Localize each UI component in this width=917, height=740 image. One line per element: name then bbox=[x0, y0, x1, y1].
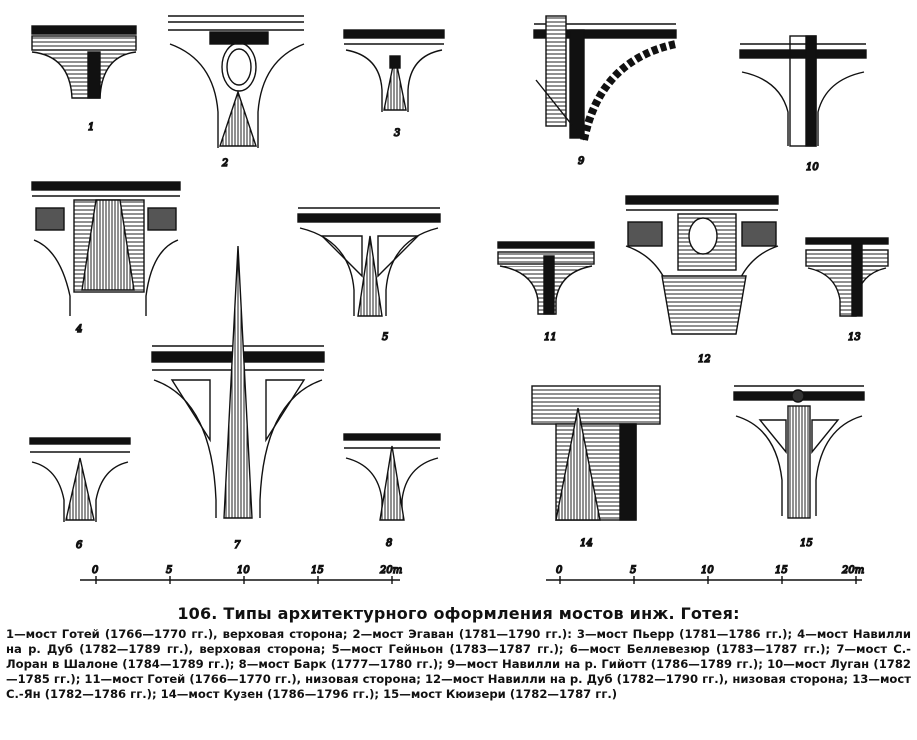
scale-tick-label: 20m bbox=[379, 565, 402, 576]
scale-tick-label: 20m bbox=[841, 565, 864, 576]
scale-tick-label: 0 bbox=[556, 565, 563, 576]
pier-drawing-1 bbox=[31, 25, 137, 99]
pier-drawing-14 bbox=[531, 385, 661, 521]
bridge-drawings-plate: 1 2 3 bbox=[29, 15, 889, 584]
scale-tick-label: 5 bbox=[166, 565, 172, 576]
figure-label: 2 bbox=[221, 158, 228, 169]
scale-tick-label: 15 bbox=[775, 565, 788, 576]
scale-bar-left bbox=[80, 576, 400, 584]
pier-drawing-13 bbox=[805, 237, 889, 317]
pier-drawing-11 bbox=[497, 241, 595, 315]
pier-drawing-7 bbox=[151, 245, 325, 519]
pier-drawing-6 bbox=[29, 437, 131, 522]
caption-title: 106. Типы архитектурного оформления мост… bbox=[177, 604, 740, 623]
figure-label: 10 bbox=[806, 162, 819, 173]
figure-label: 11 bbox=[544, 332, 557, 343]
figure-label: 6 bbox=[76, 540, 83, 551]
scale-tick-label: 10 bbox=[701, 565, 714, 576]
scale-tick-label: 5 bbox=[630, 565, 636, 576]
figure-label: 9 bbox=[578, 156, 585, 167]
pier-drawing-15 bbox=[733, 385, 865, 519]
scale-tick-label: 0 bbox=[92, 565, 99, 576]
figure-label: 14 bbox=[580, 538, 593, 549]
figure-label: 12 bbox=[698, 354, 711, 365]
caption-body: 1—мост Готей (1766—1770 гг.), верховая с… bbox=[6, 627, 911, 701]
pier-drawing-9 bbox=[533, 15, 677, 141]
figure-label: 8 bbox=[386, 538, 392, 549]
figure-label: 15 bbox=[800, 538, 813, 549]
pier-drawing-8 bbox=[343, 433, 441, 521]
scale-bar-right bbox=[546, 576, 862, 584]
figure-label: 4 bbox=[75, 324, 82, 335]
figure-label: 1 bbox=[88, 122, 94, 133]
scale-tick-label: 10 bbox=[237, 565, 250, 576]
pier-drawing-4 bbox=[31, 181, 181, 316]
pier-drawing-2 bbox=[168, 15, 305, 148]
figure-label: 5 bbox=[382, 332, 388, 343]
pier-drawing-5 bbox=[297, 207, 441, 317]
figure-label: 3 bbox=[394, 128, 400, 139]
pier-drawing-10 bbox=[739, 35, 867, 147]
pier-drawing-3 bbox=[343, 29, 445, 112]
scale-tick-label: 15 bbox=[311, 565, 324, 576]
figure-label: 7 bbox=[234, 540, 241, 551]
figure-caption: 106. Типы архитектурного оформления мост… bbox=[6, 604, 911, 702]
figure-label: 13 bbox=[848, 332, 861, 343]
pier-drawing-12 bbox=[625, 195, 779, 335]
